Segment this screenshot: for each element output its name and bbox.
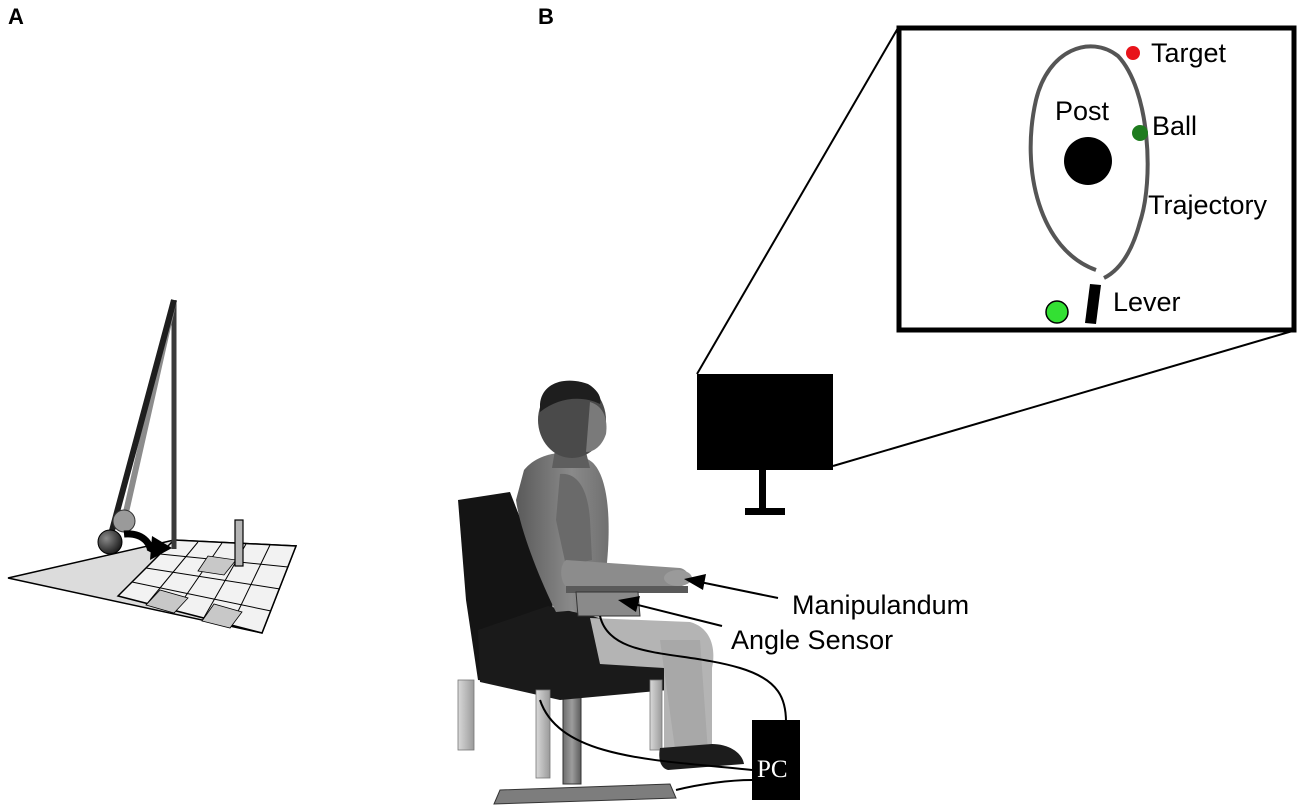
start-marker [1045, 300, 1069, 324]
manipulandum-label: Manipulandum [792, 590, 969, 620]
person-face [586, 402, 607, 452]
post-label: Post [1055, 96, 1110, 126]
participant-setup: PC Manipulandum Angle Sensor [457, 27, 1297, 805]
chair-leg-front [457, 679, 475, 751]
manipulandum-leader [699, 581, 779, 599]
tether [107, 299, 177, 539]
grid-shaded-cells [145, 555, 243, 629]
pendulum-ball [97, 529, 123, 555]
person-hair [540, 380, 601, 412]
cable-floor-to-pc [675, 779, 753, 791]
pc-label: PC [757, 756, 788, 783]
person-upper-arm [556, 473, 592, 566]
ball-marker [1132, 125, 1148, 141]
person-hand [664, 570, 692, 586]
trajectory-label: Trajectory [1148, 190, 1268, 220]
panel-label-a: A [8, 4, 24, 29]
chair-leg-rear [649, 679, 663, 751]
pc-box [752, 720, 800, 800]
trajectory-path [1028, 44, 1150, 280]
target-label: Target [1151, 38, 1227, 68]
zoom-line-bottom [832, 329, 1297, 467]
chair-leg-middle [535, 689, 551, 779]
person-forearm [561, 560, 689, 590]
manipulandum-armrest [566, 586, 688, 593]
pendulum-ball-ghost [112, 509, 136, 533]
screen-inset: Target Post Ball Trajectory Lever [896, 25, 1297, 333]
person-shin-far [660, 640, 708, 756]
cable-sensor-to-pc [599, 615, 787, 723]
skittles-apparatus [7, 299, 298, 634]
panel-label-b: B [538, 4, 554, 29]
ball-label: Ball [1152, 111, 1197, 141]
manipulandum-arrowhead [684, 574, 706, 590]
footplate [493, 783, 677, 805]
lever-marker [1085, 284, 1101, 324]
swing-arrow [123, 530, 154, 554]
monitor-screen [697, 374, 833, 470]
angle-sensor-box [575, 591, 641, 617]
target-skittle [234, 519, 244, 567]
monitor-base [745, 508, 785, 515]
angle-sensor-leader [633, 603, 723, 627]
lever-label: Lever [1113, 287, 1181, 317]
angle-sensor-arrowhead [618, 596, 640, 612]
cable-footplate-to-pc [539, 699, 753, 771]
monitor-stand [759, 470, 766, 512]
zoom-line-top [696, 27, 899, 375]
post-marker [1064, 137, 1112, 185]
swing-arrowhead [150, 536, 172, 560]
angle-sensor-label: Angle Sensor [731, 625, 893, 655]
target-marker [1126, 46, 1140, 60]
